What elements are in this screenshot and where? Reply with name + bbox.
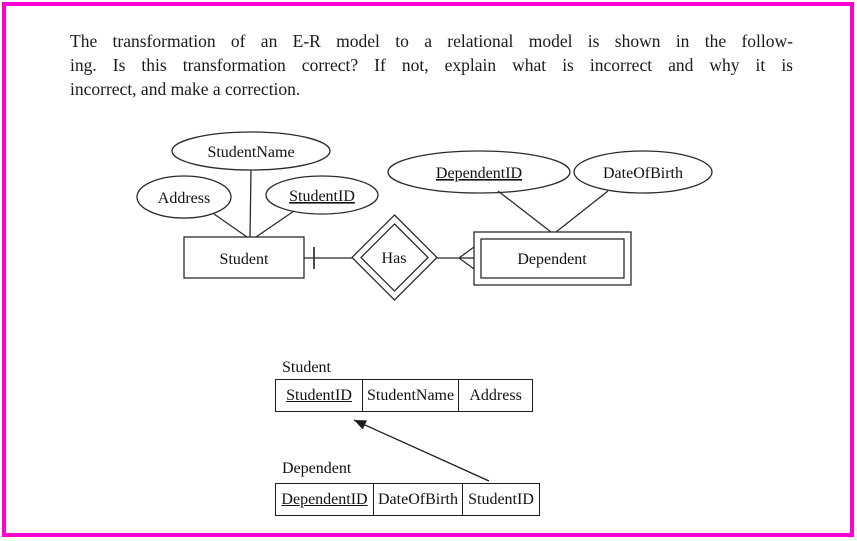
relationship-label-has: Has xyxy=(382,250,407,267)
connector-studentid-student xyxy=(255,210,295,238)
attribute-label-studentname: StudentName xyxy=(207,144,294,161)
dependent-col-dateofbirth: DateOfBirth xyxy=(373,483,463,516)
question-line-2: ing. Is this transformation correct? If … xyxy=(70,55,793,75)
entity-label-dependent: Dependent xyxy=(517,251,587,268)
attribute-ellipse-studentid xyxy=(265,175,379,215)
question-line-3: incorrect, and make a correction. xyxy=(70,79,301,99)
attribute-label-studentid: StudentID xyxy=(289,188,355,205)
dependent-col-studentid: StudentID xyxy=(461,483,540,516)
entity-label-student: Student xyxy=(220,251,269,268)
connector-studentname-student xyxy=(249,169,252,238)
student-col-studentname: StudentName xyxy=(361,379,460,412)
relationship-diamond-outer xyxy=(351,214,438,301)
student-col-studentid: StudentID xyxy=(275,379,363,412)
connector-address-student xyxy=(213,213,248,238)
attribute-ellipse-studentname xyxy=(171,131,331,171)
entity-rect-student xyxy=(183,236,305,279)
connector-dateofbirth-dependent xyxy=(555,190,609,233)
attribute-ellipse-address xyxy=(136,175,232,219)
question-line-1: The transformation of an E-R model to a … xyxy=(70,31,793,51)
student-table-row: StudentID StudentName Address xyxy=(275,379,534,412)
dependent-table: DependentID DateOfBirth StudentID xyxy=(275,483,540,516)
student-col-address: Address xyxy=(458,379,534,412)
question-text: The transformation of an E-R model to a … xyxy=(70,29,793,101)
entity-rect-dependent-outer xyxy=(473,231,632,286)
crow-foot-upper-prong xyxy=(458,246,475,259)
student-table: StudentID StudentName Address xyxy=(275,379,534,412)
relationship-diamond-inner xyxy=(360,223,429,292)
attribute-label-dependentid: DependentID xyxy=(436,165,522,182)
entity-rect-dependent-inner xyxy=(480,238,625,279)
attribute-label-dateofbirth: DateOfBirth xyxy=(603,165,683,182)
attribute-label-address: Address xyxy=(158,190,210,207)
student-table-title: Student xyxy=(282,359,331,376)
dependent-table-row: DependentID DateOfBirth StudentID xyxy=(275,483,540,516)
crow-foot-lower-prong xyxy=(458,257,475,270)
attribute-ellipse-dateofbirth xyxy=(573,150,713,194)
attribute-ellipse-dependentid xyxy=(387,150,571,194)
connector-dependentid-dependent xyxy=(497,190,552,233)
foreign-key-arrow xyxy=(353,419,490,482)
dependent-col-dependentid: DependentID xyxy=(275,483,374,516)
dependent-table-title: Dependent xyxy=(282,460,352,477)
